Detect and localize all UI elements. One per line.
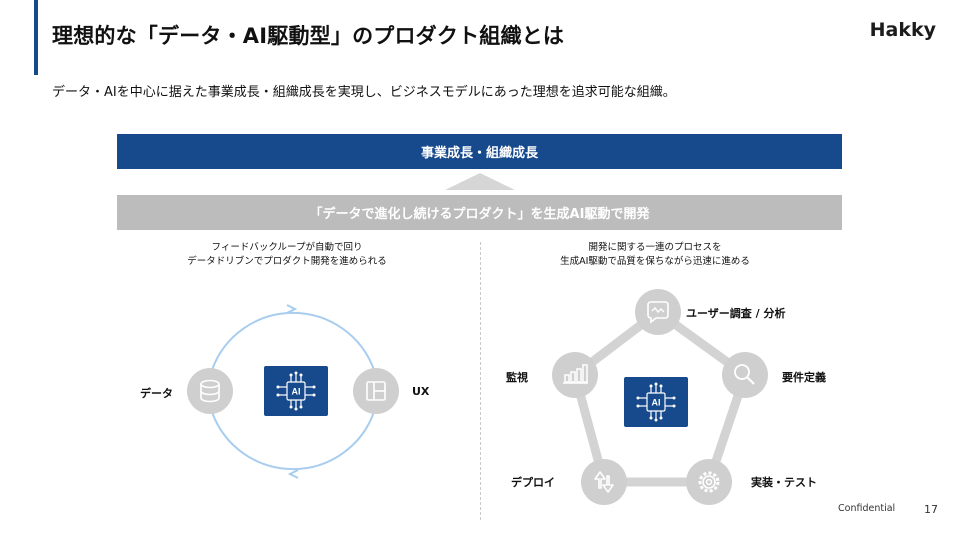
page-number: 17 xyxy=(924,503,938,516)
left-caption: フィードバックループが自動で回り データドリブンでプロダクト開発を進められる xyxy=(137,241,437,269)
page-subtitle: データ・AIを中心に据えた事業成長・組織成長を実現し、ビジネスモデルにあった理想… xyxy=(52,85,676,100)
bar-chart-icon xyxy=(552,352,598,398)
up-arrow-shape xyxy=(445,173,515,190)
node-label-requirements: 要件定義 xyxy=(782,371,826,384)
brand-logo: Hakky xyxy=(869,19,936,41)
loop-arrow-bottom xyxy=(287,469,299,479)
gear-icon xyxy=(686,459,732,505)
node-label-implementation: 実装・テスト xyxy=(751,476,817,489)
ux-layout-icon xyxy=(353,368,399,414)
process-cycle xyxy=(552,289,768,505)
left-caption-line2: データドリブンでプロダクト開発を進められる xyxy=(187,256,387,267)
growth-banner: 事業成長・組織成長 xyxy=(117,134,842,169)
deploy-arrows-icon xyxy=(581,459,627,505)
loop-arc-top xyxy=(211,311,375,371)
loop-arc-bottom xyxy=(211,411,375,471)
right-caption-line1: 開発に関する一連のプロセスを xyxy=(588,242,722,253)
product-banner-text: 「データで進化し続けるプロダクト」を生成AI駆動で開発 xyxy=(309,207,650,222)
node-label-monitoring: 監視 xyxy=(506,371,528,384)
left-caption-line1: フィードバックループが自動で回り xyxy=(211,242,363,253)
database-icon xyxy=(187,368,233,414)
magnifier-icon xyxy=(722,352,768,398)
node-label-research: ユーザー調査 / 分析 xyxy=(686,307,786,320)
loop-arrow-top xyxy=(286,304,298,314)
node-label-deploy: デプロイ xyxy=(511,476,555,489)
feedback-loop xyxy=(187,304,399,479)
title-accent-bar xyxy=(34,0,38,75)
ai-chip-icon xyxy=(623,376,689,428)
node-label-data: データ xyxy=(140,387,173,400)
chat-bubble-icon xyxy=(635,289,681,335)
product-banner: 「データで進化し続けるプロダクト」を生成AI駆動で開発 xyxy=(117,195,842,230)
ai-chip-icon xyxy=(263,365,329,417)
growth-banner-text: 事業成長・組織成長 xyxy=(420,146,538,161)
right-caption-line2: 生成AI駆動で品質を保ちながら迅速に進める xyxy=(560,256,750,267)
panel-divider xyxy=(480,242,481,520)
page-title: 理想的な「データ・AI駆動型」のプロダクト組織とは xyxy=(52,24,565,48)
confidential-label: Confidential xyxy=(838,503,896,514)
right-caption: 開発に関する一連のプロセスを 生成AI駆動で品質を保ちながら迅速に進める xyxy=(505,241,805,269)
node-label-ux: UX xyxy=(412,385,430,398)
